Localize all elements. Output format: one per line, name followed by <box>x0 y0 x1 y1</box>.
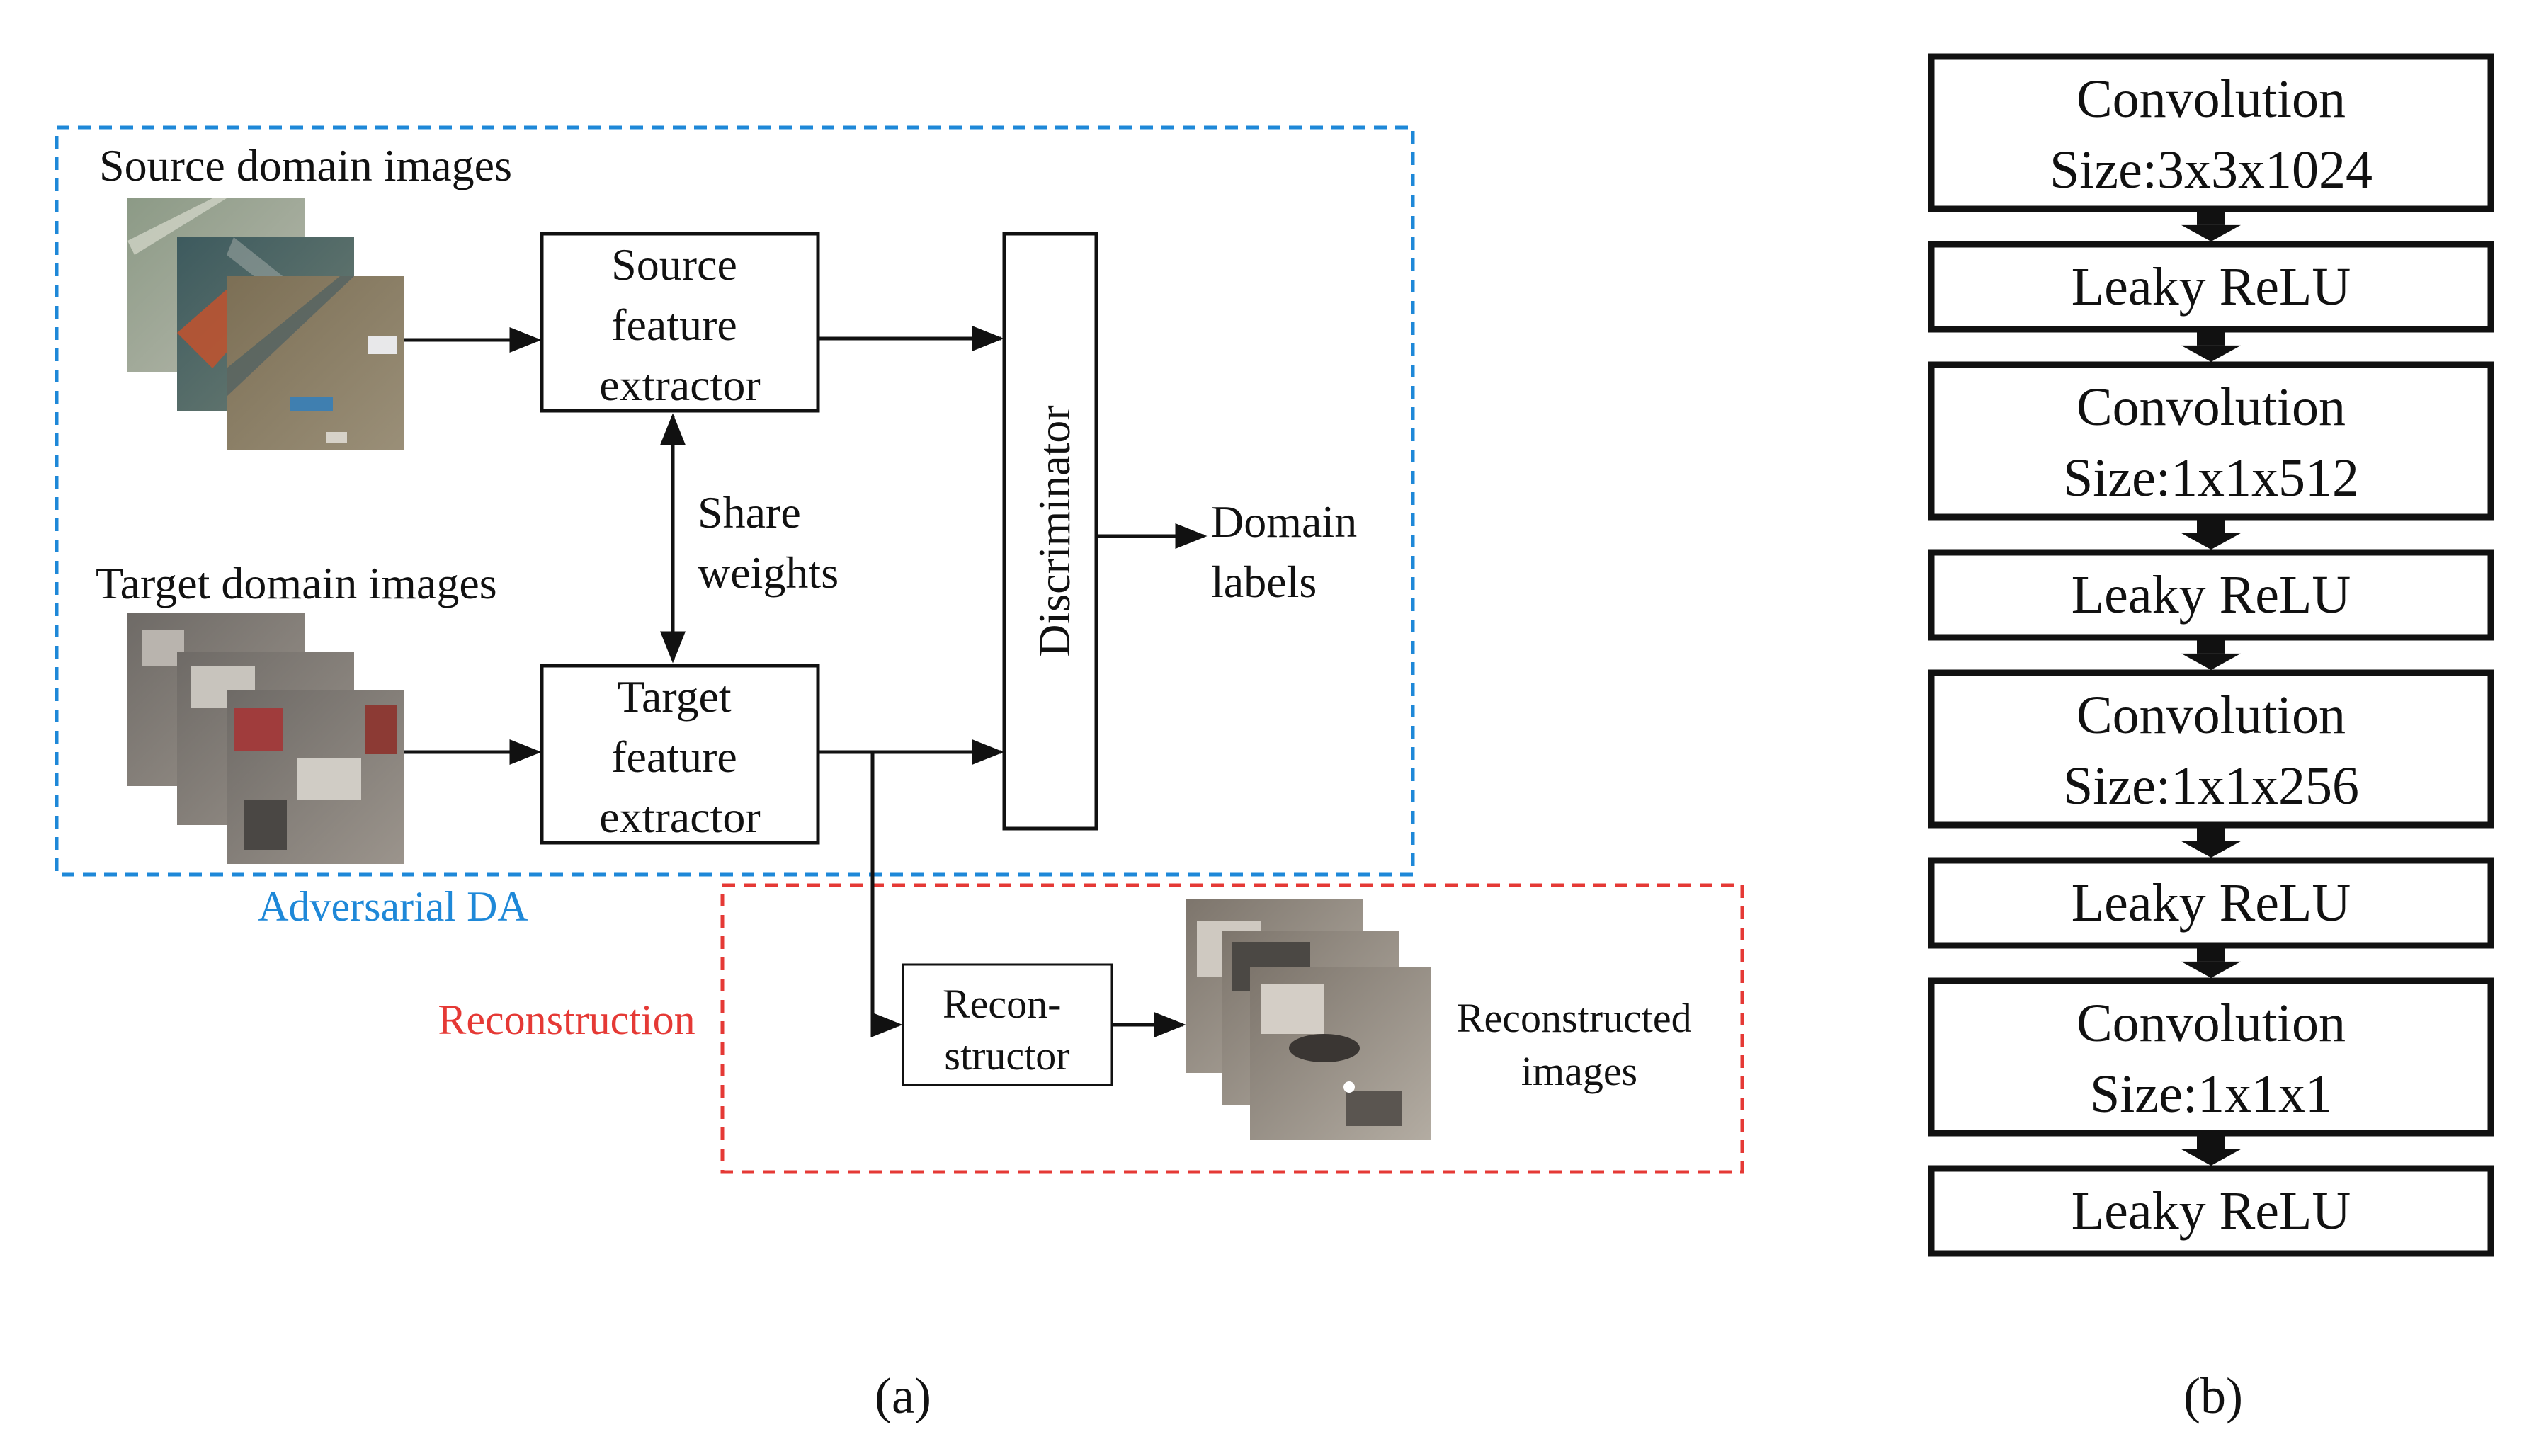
layer-arrow-shaft-3 <box>2197 520 2225 533</box>
conv-layer-box-3 <box>1928 361 2494 521</box>
layer-arrow-shaft-2 <box>2197 332 2225 346</box>
target-feature-extractor-box <box>540 664 820 845</box>
conv-layer-size-5: Size:1x1x256 <box>2063 756 2359 816</box>
conv-layer-title-5: Convolution <box>2076 686 2346 745</box>
domain-labels-line-2: labels <box>1211 557 1317 607</box>
relu-layer-box-4 <box>1928 549 2494 641</box>
target-extractor-line-1: Target <box>617 671 732 722</box>
layer-arrow-shaft-5 <box>2197 828 2225 841</box>
layer-arrow-shaft-1 <box>2197 212 2225 225</box>
conv-layer-title-1: Convolution <box>2076 69 2346 129</box>
conv-layer-title-3: Convolution <box>2076 377 2346 437</box>
connectors <box>404 326 1208 1037</box>
layer-arrow-head-3 <box>2181 533 2241 550</box>
target-images-label: Target domain images <box>96 558 497 608</box>
reconstructor-box <box>902 963 1113 1086</box>
panel-a: Adversarial DA Reconstruction Source dom… <box>55 125 1744 1424</box>
conv-layer-size-1: Size:3x3x1024 <box>2050 140 2373 200</box>
target-extractor-line-2: feature <box>611 732 737 782</box>
domain-labels-line-1: Domain <box>1211 496 1357 547</box>
conv-layer-box-7 <box>1928 977 2494 1137</box>
relu-layer-title-6: Leaky ReLU <box>2072 873 2351 933</box>
conv-layer-size-3: Size:1x1x512 <box>2063 448 2359 508</box>
relu-layer-box-2 <box>1928 241 2494 333</box>
share-weights-line-2: weights <box>698 547 839 598</box>
reconstructed-line-2: images <box>1521 1048 1637 1094</box>
layer-arrow-head-2 <box>2181 345 2241 362</box>
source-feature-extractor-box <box>540 232 820 413</box>
reconstructed-image-stack <box>1186 899 1431 1140</box>
relu-layer-box-6 <box>1928 857 2494 949</box>
reconstructed-line-1: Reconstructed <box>1457 995 1692 1041</box>
reconstructor-line-2: structor <box>944 1033 1069 1079</box>
adversarial-da-label: Adversarial DA <box>258 883 528 930</box>
relu-layer-box-8 <box>1928 1165 2494 1257</box>
source-extractor-line-2: feature <box>611 300 737 350</box>
discriminator-box <box>1002 232 1098 831</box>
layer-arrow-head-7 <box>2181 1149 2241 1166</box>
layer-arrow-head-1 <box>2181 224 2241 241</box>
reconstruction-region <box>720 883 1744 1174</box>
caption-b: (b) <box>2183 1367 2243 1424</box>
layer-arrow-head-5 <box>2181 841 2241 858</box>
source-extractor-line-1: Source <box>611 239 737 290</box>
reconstruction-label: Reconstruction <box>438 996 695 1043</box>
reconstructor-line-1: Recon- <box>943 981 1062 1027</box>
share-weights-line-1: Share <box>698 487 801 538</box>
layer-arrow-head-4 <box>2181 653 2241 670</box>
discriminator-label: Discriminator <box>1029 405 1079 656</box>
reconstructed-images-label: Reconstructed images <box>1457 995 1702 1094</box>
arrow-target-extractor-to-reconstructor <box>870 752 903 1037</box>
target-extractor-line-3: extractor <box>599 792 760 842</box>
conv-layer-box-1 <box>1928 53 2494 212</box>
source-feature-extractor-label: Source feature extractor <box>599 239 760 410</box>
share-weights-label: Share weights <box>698 487 839 598</box>
target-image-stack <box>127 613 404 864</box>
layer-arrow-head-6 <box>2181 961 2241 978</box>
domain-labels-label: Domain labels <box>1211 496 1368 607</box>
source-extractor-line-3: extractor <box>599 360 760 410</box>
caption-a: (a) <box>875 1367 931 1424</box>
conv-layer-size-7: Size:1x1x1 <box>2090 1064 2332 1124</box>
conv-layer-box-5 <box>1928 669 2494 829</box>
relu-layer-title-2: Leaky ReLU <box>2072 257 2351 317</box>
conv-layer-title-7: Convolution <box>2076 994 2346 1053</box>
layer-arrow-shaft-7 <box>2197 1136 2225 1149</box>
relu-layer-title-8: Leaky ReLU <box>2072 1181 2351 1241</box>
layer-arrow-shaft-6 <box>2197 948 2225 962</box>
relu-layer-title-4: Leaky ReLU <box>2072 565 2351 625</box>
source-image-stack <box>127 198 404 450</box>
layer-arrow-shaft-4 <box>2197 640 2225 654</box>
adversarial-da-region <box>55 125 1415 877</box>
source-images-label: Source domain images <box>99 140 512 190</box>
reconstructor-label: Recon- structor <box>943 981 1072 1079</box>
target-feature-extractor-label: Target feature extractor <box>599 671 760 842</box>
